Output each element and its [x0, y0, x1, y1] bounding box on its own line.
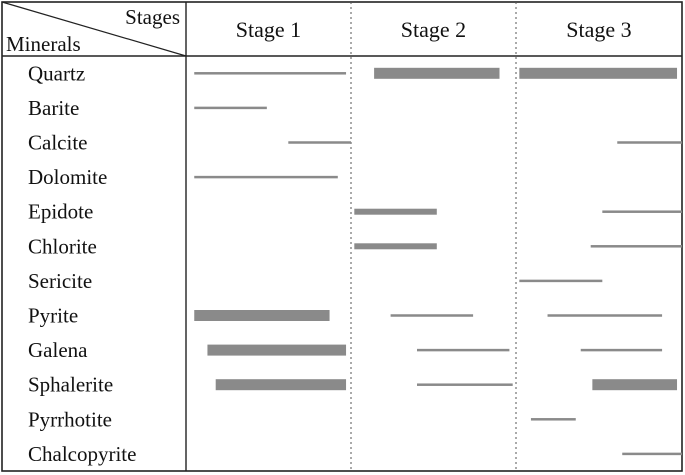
bar-dolomite-stage-1	[194, 175, 338, 179]
bar-quartz-stage-2	[374, 67, 500, 79]
bar-sericite-stage-3	[519, 279, 603, 283]
bar-calcite-stage-3	[617, 141, 682, 144]
bar-pyrite-stage-3	[547, 314, 663, 317]
stage-label-3: Stage 3	[566, 17, 631, 42]
bar-barite-stage-1	[194, 106, 267, 110]
mineral-label: Dolomite	[28, 165, 107, 189]
bar-chlorite-stage-2	[354, 243, 437, 250]
bar-quartz-stage-3	[519, 67, 678, 79]
bar-sphalerite-stage-1	[215, 379, 347, 391]
stage-labels: Stage 1 Stage 2 Stage 3	[236, 17, 632, 42]
corner-label-stages: Stages	[125, 5, 180, 29]
bar-sphalerite-stage-2	[417, 383, 513, 386]
header-row: Stages Minerals	[6, 5, 180, 56]
bar-sphalerite-stage-3	[592, 379, 678, 391]
bar-galena-stage-3	[580, 348, 663, 352]
bar-epidote-stage-2	[354, 208, 437, 215]
stage-label-2: Stage 2	[401, 17, 466, 42]
mineral-label: Sericite	[28, 269, 92, 293]
mineral-label: Pyrrhotite	[28, 407, 112, 431]
bar-pyrrhotite-stage-3	[530, 418, 576, 421]
bar-pyrite-stage-2	[390, 314, 474, 317]
mineral-label: Chalcopyrite	[28, 442, 136, 466]
stage-bars	[194, 67, 682, 456]
bar-epidote-stage-3	[602, 210, 682, 213]
bar-pyrite-stage-1	[194, 310, 330, 321]
mineral-label: Barite	[28, 96, 79, 120]
bar-chlorite-stage-3	[590, 245, 682, 248]
stage-label-1: Stage 1	[236, 17, 301, 42]
bar-galena-stage-1	[207, 344, 347, 356]
mineral-label: Sphalerite	[28, 373, 113, 397]
mineral-label: Pyrite	[28, 304, 78, 328]
corner-label-minerals: Minerals	[6, 32, 81, 56]
bar-galena-stage-2	[417, 348, 510, 352]
mineral-label: Quartz	[28, 61, 85, 85]
mineral-rows: QuartzBariteCalciteDolomiteEpidoteChlori…	[28, 61, 136, 466]
bar-calcite-stage-1	[288, 141, 351, 144]
mineral-label: Calcite	[28, 131, 87, 155]
mineral-label: Chlorite	[28, 234, 97, 258]
corner-diagonal	[1, 1, 187, 57]
mineral-label: Epidote	[28, 200, 93, 224]
bar-quartz-stage-1	[194, 72, 347, 75]
mineral-label: Galena	[28, 338, 88, 362]
bar-chalcopyrite-stage-3	[622, 452, 682, 456]
